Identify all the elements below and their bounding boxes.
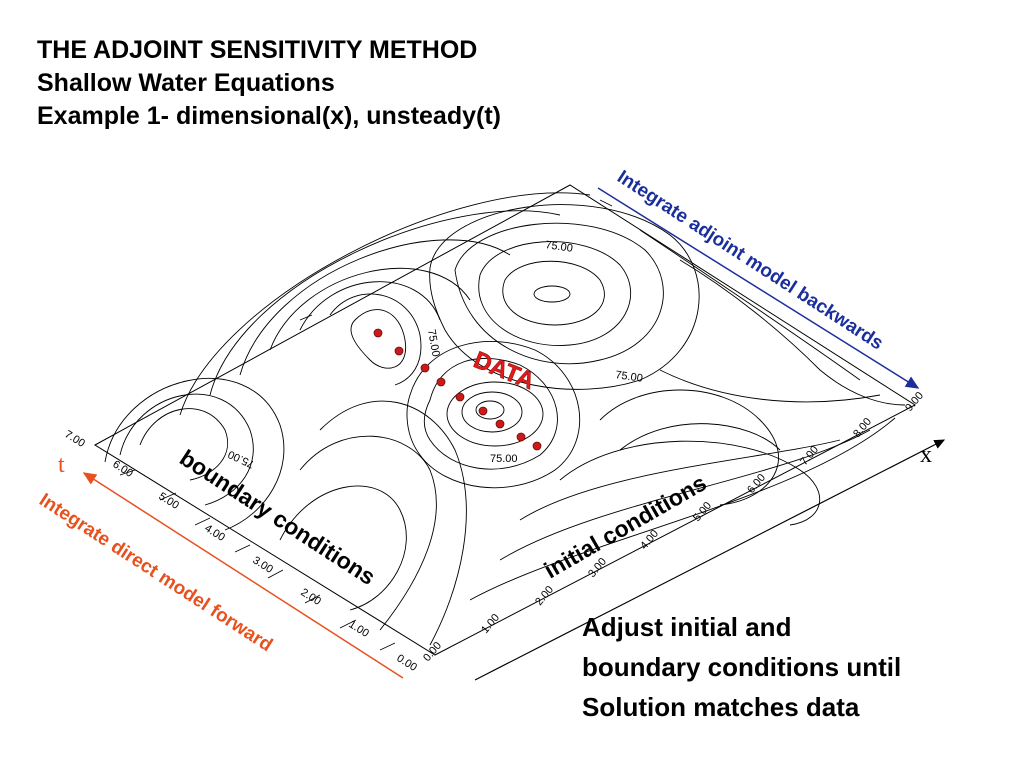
data-point: [495, 419, 505, 429]
t-axis-gridlines: [119, 199, 613, 651]
title-block: THE ADJOINT SENSITIVITY METHOD Shallow W…: [37, 34, 501, 133]
data-point: [516, 432, 526, 442]
direct-arrow: [82, 472, 404, 679]
contour-lines: [104, 192, 906, 646]
contour-label: 75.00: [226, 448, 256, 471]
initial-conditions-label: initial conditions: [540, 469, 711, 583]
t-tick-label: 2.00: [298, 586, 323, 608]
data-point: [478, 406, 488, 416]
x-tick-label: 9.00: [903, 390, 926, 414]
data-points: [373, 328, 542, 451]
x-axis-label: x: [920, 442, 932, 468]
t-tick-label: 7.00: [62, 428, 87, 450]
t-tick-label: 4.00: [202, 522, 227, 544]
title-line-1: THE ADJOINT SENSITIVITY METHOD: [37, 36, 478, 64]
t-tick-label: 6.00: [110, 458, 135, 480]
x-axis-arrow: [474, 439, 946, 681]
title-line-2: Shallow Water Equations: [37, 69, 335, 97]
data-point: [436, 377, 446, 387]
contour-label: 75.00: [425, 328, 442, 357]
t-tick-label: 5.00: [156, 490, 181, 512]
boundary-conditions-label: boundary conditions: [175, 444, 380, 590]
data-point: [455, 392, 465, 402]
instruction-note: Adjust initial and boundary conditions u…: [582, 607, 901, 727]
plot-frame: [94, 184, 916, 656]
x-tick-label: 1.00: [479, 612, 502, 636]
note-line-3: Solution matches data: [582, 692, 860, 722]
data-point: [420, 363, 430, 373]
data-point: [532, 441, 542, 451]
note-line-2: boundary conditions until: [582, 652, 902, 682]
adjoint-arrow-label: Integrate adjoint model backwards: [613, 167, 887, 355]
contour-label: 75.00: [490, 453, 518, 465]
data-point: [373, 328, 383, 338]
t-tick-label: 1.00: [346, 618, 371, 640]
title-line-3: Example 1- dimensional(x), unsteady(t): [37, 102, 501, 130]
contour-label: 75.00: [615, 369, 644, 385]
t-tick-label: 3.00: [250, 554, 275, 576]
data-label: DATA: [470, 347, 539, 396]
adjoint-arrow: [597, 187, 920, 389]
t-tick-label: 0.00: [394, 652, 419, 674]
note-line-1: Adjust initial and: [582, 612, 792, 642]
data-point: [394, 346, 404, 356]
contour-label: 75.00: [545, 239, 574, 255]
x-tick-label: 2.00: [533, 584, 556, 608]
t-axis-label: t: [58, 452, 65, 478]
